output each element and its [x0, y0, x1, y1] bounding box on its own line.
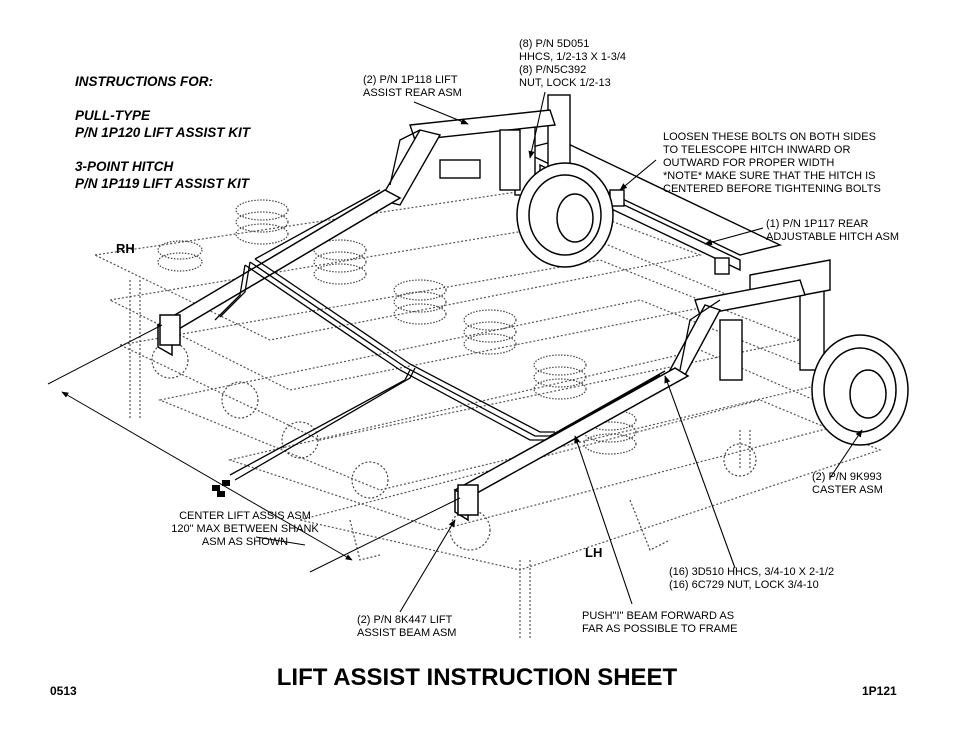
callout-caster: (2) P/N 9K993 CASTER ASM — [812, 471, 883, 496]
pull-type-kit: P/N 1P120 LIFT ASSIST KIT — [75, 125, 251, 140]
side-label-lh: LH — [585, 545, 603, 560]
lift-assist-beams — [156, 189, 690, 522]
side-label-rh: RH — [116, 241, 135, 256]
pull-type-heading: PULL-TYPE — [75, 108, 151, 123]
three-point-heading: 3-POINT HITCH — [75, 159, 174, 174]
three-point-kit: P/N 1P119 LIFT ASSIST KIT — [75, 176, 250, 191]
callout-rear-asm: (2) P/N 1P118 LIFT ASSIST REAR ASM — [363, 74, 462, 99]
caster-wheels — [516, 162, 909, 446]
hose-fittings — [212, 480, 230, 497]
callout-push-beam: PUSH"I" BEAM FORWARD AS FAR AS POSSIBLE … — [582, 610, 738, 635]
callout-center-lift: CENTER LIFT ASSIS ASM 120" MAX BETWEEN S… — [171, 510, 319, 548]
leader-lines — [255, 91, 863, 613]
instructions-block: INSTRUCTIONS FOR: PULL-TYPE P/N 1P120 LI… — [75, 73, 250, 192]
footer-left-code: 0513 — [50, 684, 77, 698]
dimension-line-120in — [47, 324, 461, 573]
lift-assist-rear-arms — [378, 109, 806, 376]
callout-hardware-bottom: (16) 3D510 HHCS, 3/4-10 X 2-1/2 (16) 6C7… — [669, 566, 835, 591]
footer-right-code: 1P121 — [862, 684, 897, 698]
sheet-title: LIFT ASSIST INSTRUCTION SHEET — [276, 664, 678, 691]
callout-rear-hitch: (1) P/N 1P117 REAR ADJUSTABLE HITCH ASM — [766, 218, 900, 243]
callout-beam-asm: (2) P/N 8K447 LIFT ASSIST BEAM ASM — [357, 614, 457, 639]
callout-hardware-top: (8) P/N 5D051 HHCS, 1/2-13 X 1-3/4 (8) P… — [519, 38, 626, 89]
spring-shanks — [157, 199, 637, 455]
hydraulic-hoses — [214, 129, 721, 481]
instructions-heading: INSTRUCTIONS FOR: — [75, 74, 213, 89]
callout-loosen-bolts: LOOSEN THESE BOLTS ON BOTH SIDES TO TELE… — [663, 131, 881, 195]
